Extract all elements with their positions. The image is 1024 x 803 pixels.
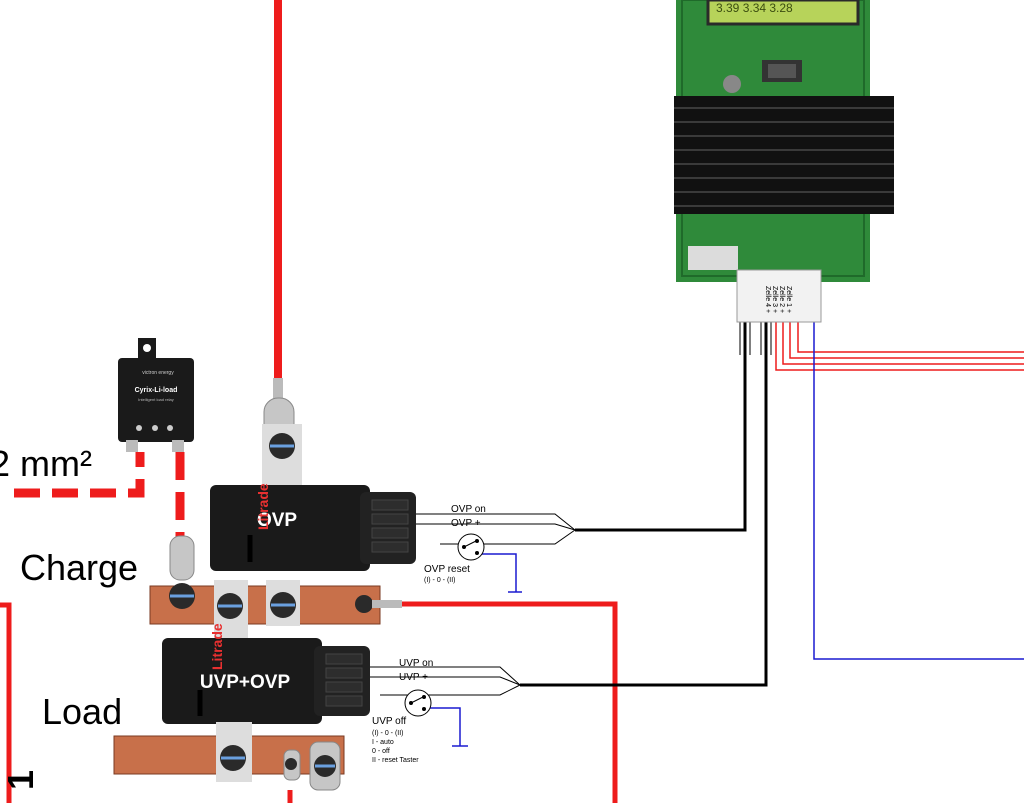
uvp-on-label: UVP on	[399, 658, 433, 669]
left-positive-cable	[0, 602, 12, 803]
load-label: Load	[42, 691, 122, 732]
uvp-off-positions: (I) - 0 - (II)	[372, 730, 404, 737]
svg-text:Zelle 4 +: Zelle 4 +	[764, 286, 771, 313]
cell-sense-wires	[775, 322, 1024, 371]
corner-digit: 1	[0, 770, 41, 790]
uvp-off-label: UVP off	[372, 716, 406, 727]
bms-lcd	[706, 0, 860, 26]
cyrix-maker: victron energy	[142, 370, 174, 376]
ovp-plus-label: OVP +	[451, 518, 481, 529]
positive-wires	[0, 0, 618, 803]
uvp-title: UVP+OVP	[200, 672, 291, 693]
cable-size-label: 2 mm²	[0, 443, 92, 484]
buzzer	[723, 75, 741, 93]
uvp-plus-label: UVP +	[399, 672, 428, 683]
bms-board: 3.39 3.34 3.28 Zelle 1 + Zelle 2 + Zelle…	[674, 0, 894, 323]
svg-text:Zelle 1 +: Zelle 1 +	[785, 286, 792, 313]
ovp-on-label: OVP on	[451, 504, 486, 515]
signal-wires	[370, 322, 772, 696]
right-positive-cable	[400, 601, 618, 803]
ovp-brand: Litrade	[255, 483, 271, 530]
cyrix-subtitle: Intelligent load relay	[138, 397, 174, 402]
bms-lcd-readout: 3.39 3.34 3.28	[716, 1, 793, 15]
ovp-relay: OVP Litrade	[210, 483, 416, 571]
ovp-reset-switch	[457, 533, 485, 561]
uvp-off-off: 0 - off	[372, 748, 390, 755]
cell-connector	[736, 269, 822, 323]
cell-pin-labels: Zelle 1 + Zelle 2 + Zelle 3 + Zelle 4 +	[764, 286, 792, 313]
uvp-off-auto: I - auto	[372, 739, 394, 746]
bms-heatsink	[674, 96, 894, 214]
cyrix-title: Cyrix-Li-load	[135, 387, 178, 394]
uvp-off-reset: II - reset Taster	[372, 757, 419, 764]
svg-text:Zelle 3 +: Zelle 3 +	[771, 286, 778, 313]
ovp-reset-label: OVP reset	[424, 564, 470, 575]
charge-label: Charge	[20, 547, 138, 588]
uvp-busbar	[113, 722, 345, 791]
ovp-reset-positions: (I) - 0 - (II)	[424, 577, 456, 584]
uvp-brand: Litrade	[209, 623, 225, 670]
svg-text:Zelle 2 +: Zelle 2 +	[778, 286, 785, 313]
ovp-title: OVP	[257, 510, 297, 531]
ovp-busbar	[149, 535, 402, 640]
cyrix-relay: victron energy Cyrix-Li-load Intelligent…	[118, 338, 194, 452]
ground-wires	[420, 322, 1024, 747]
dashed-charge-cable	[14, 452, 145, 498]
uvp-off-switch	[404, 689, 432, 717]
uvp-relay: UVP+OVP Litrade	[162, 623, 370, 724]
top-ring-terminal	[262, 378, 302, 486]
cyrix-body	[118, 358, 194, 442]
